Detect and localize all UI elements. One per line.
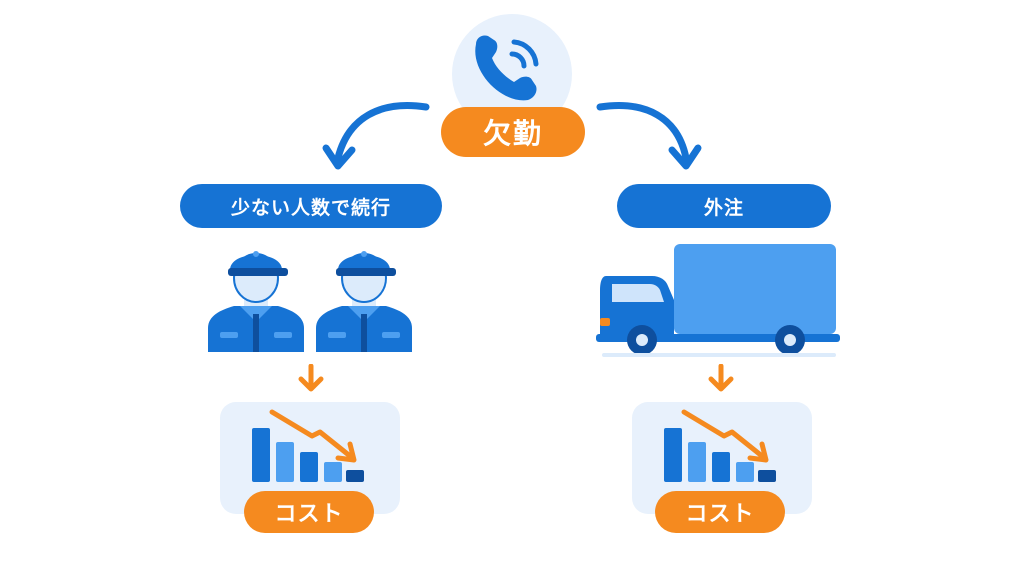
two-workers-icon	[204, 240, 414, 355]
branch-label-reduced-staff: 少ない人数で続行	[180, 184, 442, 228]
delivery-truck-icon	[596, 240, 842, 362]
cost-decrease-chart-icon	[632, 402, 812, 514]
cost-chart-card	[220, 402, 400, 514]
trigger-badge: 欠勤	[441, 107, 585, 157]
cost-label: コスト	[685, 502, 755, 527]
branch-label-text: 外注	[703, 196, 744, 219]
down-arrow-icon	[708, 364, 734, 392]
worker-figure	[208, 251, 304, 352]
phone-ringing-icon	[452, 14, 572, 134]
trigger-label: 欠勤	[482, 117, 543, 150]
worker-figure	[316, 251, 412, 352]
branch-label-outsource: 外注	[617, 184, 831, 228]
cost-label: コスト	[274, 502, 344, 527]
down-arrow-icon	[298, 364, 324, 392]
phone-circle	[436, 10, 586, 140]
cost-decrease-chart-icon	[220, 402, 400, 514]
branch-arrows	[322, 102, 702, 170]
cost-badge: コスト	[244, 491, 374, 533]
cost-chart-card	[632, 402, 812, 514]
cost-badge: コスト	[655, 491, 785, 533]
branch-label-text: 少ない人数で続行	[230, 196, 391, 219]
